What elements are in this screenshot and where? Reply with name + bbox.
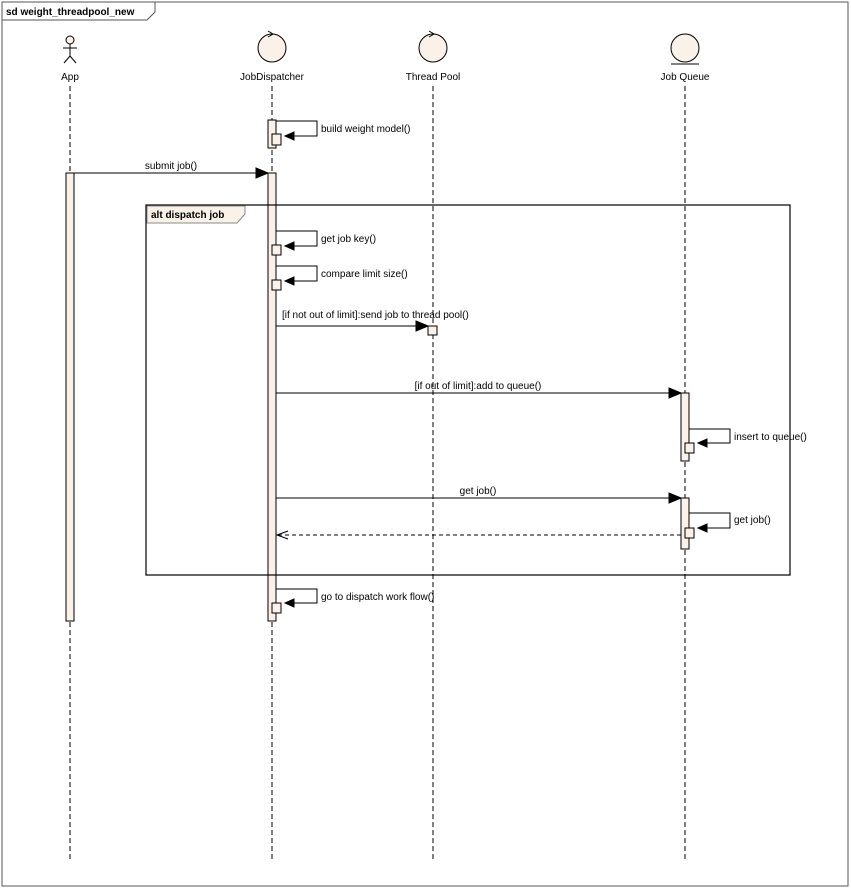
participant-app[interactable]: App (61, 35, 79, 83)
activation-dispatcher-main (267, 172, 277, 622)
alt-fragment: alt dispatch job (145, 204, 791, 576)
activation-app (65, 172, 75, 622)
message-label: [if not out of limit]:send job to thread… (282, 310, 469, 321)
message-label: go to dispatch work flow() (321, 592, 434, 603)
participant-label: Job Queue (661, 72, 710, 83)
message-send-job-to-thread-pool[interactable]: [if not out of limit]:send job to thread… (276, 310, 469, 336)
message-build-weight-model[interactable]: build weight model() (271, 120, 411, 146)
message-label: get job() (734, 515, 771, 526)
message-label: get job key() (321, 234, 376, 245)
message-get-job[interactable]: get job() (276, 486, 683, 504)
message-label: compare limit size() (321, 269, 408, 280)
activation-queue-add (680, 392, 690, 462)
message-return[interactable] (275, 530, 681, 540)
diagram-title-tab (1, 1, 156, 21)
message-add-to-queue[interactable]: [if out of limit]:add to queue() (276, 381, 683, 399)
message-compare-limit-size[interactable]: compare limit size() (271, 265, 408, 291)
participant-label: JobDispatcher (240, 72, 305, 83)
control-icon (257, 30, 287, 63)
message-label: submit job() (145, 161, 197, 172)
message-label: build weight model() (321, 124, 411, 135)
alt-fragment-label: alt dispatch job (151, 210, 224, 221)
message-go-to-dispatch-work-flow[interactable]: go to dispatch work flow() (271, 588, 434, 614)
control-icon (418, 30, 448, 63)
participant-jobdispatcher[interactable]: JobDispatcher (240, 30, 305, 83)
participant-label: Thread Pool (406, 72, 460, 83)
message-get-job-key[interactable]: get job key() (271, 230, 376, 256)
message-label: [if out of limit]:add to queue() (415, 381, 542, 392)
message-queue-get-job[interactable]: get job() (684, 512, 771, 539)
message-insert-to-queue[interactable]: insert to queue() (684, 428, 807, 454)
participant-thread-pool[interactable]: Thread Pool (406, 30, 460, 83)
activation-queue-get (680, 497, 690, 550)
participant-job-queue[interactable]: Job Queue (661, 33, 710, 83)
diagram-title: sd weight_threadpool_new (6, 7, 135, 18)
entity-icon (670, 33, 700, 65)
message-label: get job() (460, 486, 497, 497)
message-label: insert to queue() (734, 432, 807, 443)
message-submit-job[interactable]: submit job() (74, 161, 270, 179)
actor-icon (63, 35, 77, 64)
participant-label: App (61, 72, 79, 83)
